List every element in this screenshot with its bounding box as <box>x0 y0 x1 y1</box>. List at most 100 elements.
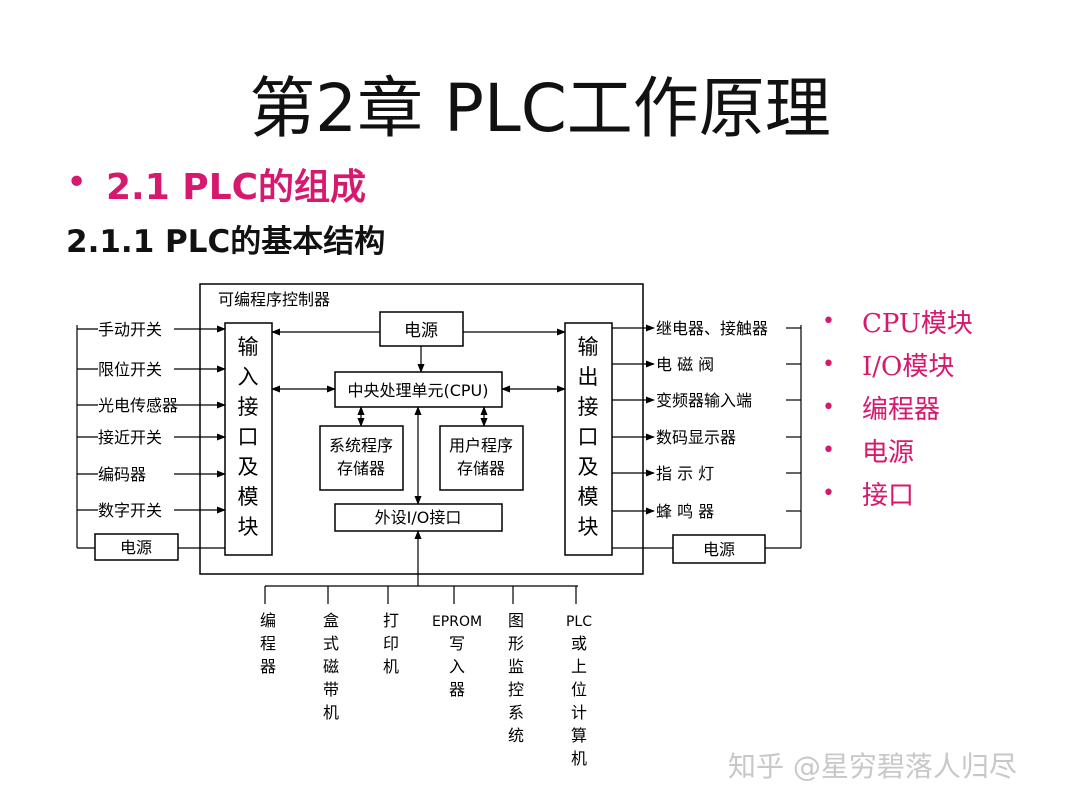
peripheral-label-char: 计 <box>571 703 587 722</box>
output-module-char: 口 <box>578 425 599 449</box>
peripheral-label-char: 器 <box>260 657 276 676</box>
legend-bullet: • <box>822 309 835 334</box>
peripheral-label-char: 写 <box>449 634 465 653</box>
page-title: 第2章 PLC工作原理 <box>249 70 831 147</box>
peripheral-label-char: PLC <box>566 614 592 630</box>
input-module-char: 模 <box>238 485 259 509</box>
legend-label: 接口 <box>862 481 915 511</box>
output-device-label: 数码显示器 <box>656 428 736 447</box>
user-memory-box <box>439 425 524 491</box>
output-module-char: 出 <box>578 365 599 389</box>
legend-label: 编程器 <box>862 395 941 425</box>
section-bullet: • <box>66 162 88 203</box>
input-module-char: 入 <box>238 365 259 389</box>
input-module-char: 接 <box>238 395 259 419</box>
peripheral-label-char: 打 <box>383 611 399 630</box>
peripheral-device: 编程器 <box>260 611 276 676</box>
peripheral-label-char: 编 <box>260 611 276 630</box>
input-power-label: 电源 <box>120 538 152 557</box>
input-device-label: 限位开关 <box>98 360 162 379</box>
peripheral-label-char: 器 <box>449 680 465 699</box>
peripheral-label-char: 带 <box>323 680 339 699</box>
peripheral-label-char: 或 <box>571 634 587 653</box>
input-module-char: 口 <box>238 425 259 449</box>
user-memory-label-2: 存储器 <box>457 459 505 478</box>
output-device-label: 电 磁 阀 <box>656 355 714 374</box>
legend-item: • 编程器 <box>822 386 973 429</box>
input-device-label: 编码器 <box>98 465 146 484</box>
output-module-box <box>564 322 613 556</box>
output-module-char: 输 <box>578 335 599 359</box>
peripheral-label-char: 入 <box>449 657 465 676</box>
peripheral-label-char: 统 <box>508 726 524 745</box>
power-top-label: 电源 <box>404 321 438 341</box>
peripheral-label-char: 监 <box>508 657 524 676</box>
peripheral-io-box <box>334 503 503 532</box>
input-device-label: 数字开关 <box>98 501 162 520</box>
input-module-char: 输 <box>238 335 259 359</box>
legend-list: • CPU模块 •I/O模块 • 编程器 • 电源 • 接口 <box>822 300 973 515</box>
user-memory-label-1: 用户程序 <box>449 436 513 455</box>
legend-item: •I/O模块 <box>822 343 973 386</box>
peripheral-device: 打印机 <box>383 611 399 676</box>
peripheral-label-char: 印 <box>383 634 399 653</box>
legend-item: • 接口 <box>822 472 973 515</box>
input-device-label: 光电传感器 <box>98 396 178 415</box>
watermark: 知乎 @星穷碧落人归尽 <box>728 750 1017 783</box>
output-module-char: 接 <box>578 395 599 419</box>
legend-bullet: • <box>822 438 835 463</box>
legend-bullet: • <box>822 352 835 377</box>
peripheral-label-char: 算 <box>571 726 587 745</box>
peripheral-label-char: 上 <box>571 657 587 676</box>
legend-bullet: • <box>822 481 835 506</box>
peripheral-label-char: 式 <box>323 634 339 653</box>
system-memory-label-1: 系统程序 <box>329 436 393 455</box>
output-module-char: 及 <box>578 455 599 479</box>
input-device-label: 手动开关 <box>98 320 162 339</box>
section-heading: 2.1 PLC的组成 <box>106 167 367 208</box>
legend-item: • CPU模块 <box>822 300 973 343</box>
peripheral-label-char: 机 <box>323 703 339 722</box>
legend-label: 电源 <box>862 438 915 468</box>
peripheral-label-char: 图 <box>508 611 524 630</box>
output-device-label: 蜂 鸣 器 <box>656 502 714 521</box>
peripheral-io-label: 外设I/O接口 <box>375 508 462 527</box>
legend-label: CPU模块 <box>862 309 973 339</box>
output-device-label: 指 示 灯 <box>656 464 714 483</box>
output-device-label: 变频器输入端 <box>656 391 752 410</box>
output-device-label: 继电器、接触器 <box>656 319 768 338</box>
peripheral-label-char: 控 <box>508 680 524 699</box>
peripheral-label-char: 磁 <box>323 657 339 676</box>
cpu-label: 中央处理单元(CPU) <box>347 381 488 400</box>
legend-bullet: • <box>822 395 835 420</box>
peripheral-label-char: 机 <box>571 749 587 768</box>
subsection-heading: 2.1.1 PLC的基本结构 <box>66 224 386 260</box>
plc-outer-frame <box>199 283 644 575</box>
peripheral-label-char: 盒 <box>323 611 339 630</box>
system-memory-box <box>319 425 404 491</box>
peripheral-label-char: 位 <box>571 680 587 699</box>
input-module-char: 块 <box>238 515 259 539</box>
power-top-box <box>379 311 464 347</box>
system-memory-label-2: 存储器 <box>337 459 385 478</box>
output-power-box <box>672 534 766 564</box>
output-module-char: 模 <box>578 485 599 509</box>
peripheral-label-char: 形 <box>508 634 524 653</box>
plc-outer-label: 可编程序控制器 <box>218 290 330 309</box>
peripheral-label-char: 系 <box>508 703 524 722</box>
input-device-label: 接近开关 <box>98 428 162 447</box>
peripheral-label-char: 机 <box>383 657 399 676</box>
legend-item: • 电源 <box>822 429 973 472</box>
input-power-box <box>94 533 179 561</box>
peripheral-label-char: 程 <box>260 634 276 653</box>
input-module-box <box>224 322 273 556</box>
output-power-label: 电源 <box>703 540 735 559</box>
input-module-char: 及 <box>238 455 259 479</box>
